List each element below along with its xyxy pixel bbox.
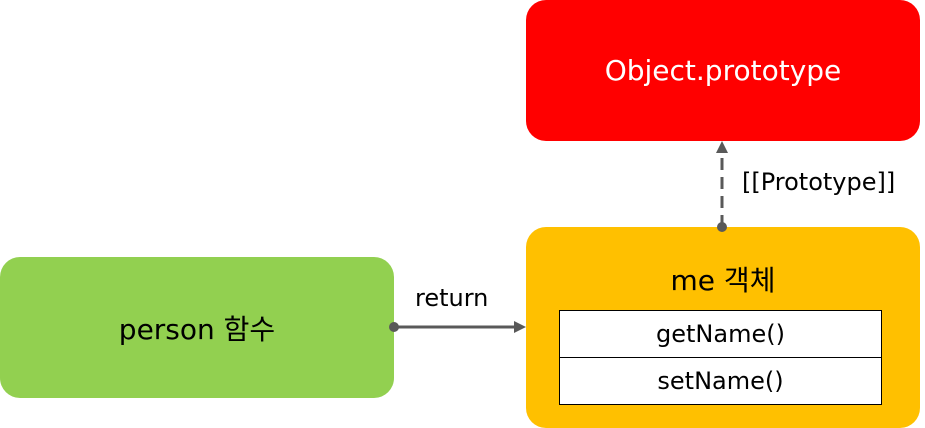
object-prototype-label: Object.prototype [604, 54, 842, 87]
method-getname: getName() [656, 320, 785, 348]
person-function-node: person 함수 [0, 257, 394, 398]
return-arrow [389, 321, 526, 333]
me-object-methods: getName() setName() [559, 310, 882, 405]
method-setname: setName() [560, 357, 881, 404]
me-object-node: me 객체 getName() setName() [526, 227, 920, 428]
prototype-arrow [716, 141, 728, 232]
prototype-edge-label: [[Prototype]] [742, 168, 896, 196]
me-object-title: me 객체 [670, 264, 776, 297]
person-function-label: person 함수 [118, 312, 276, 346]
object-prototype-node: Object.prototype [526, 0, 920, 141]
return-edge-label: return [415, 284, 489, 312]
